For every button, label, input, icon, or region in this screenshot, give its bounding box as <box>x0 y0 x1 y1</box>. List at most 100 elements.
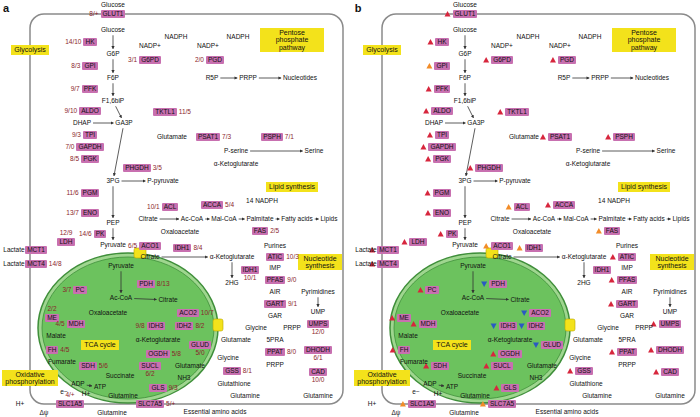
change-marker <box>545 202 551 208</box>
node-text: SLC1A5 <box>410 401 434 408</box>
change-marker <box>506 204 512 210</box>
change-marker <box>390 347 396 353</box>
mitochondrion-inner <box>394 257 566 399</box>
node-text: Nucleotide synthesis <box>653 255 691 270</box>
change-marker <box>483 243 489 249</box>
node-text: PSPH <box>263 134 281 141</box>
enzyme-box: IDH2 <box>175 322 194 331</box>
metabolite-label: Essential amino acids <box>536 409 599 416</box>
metabolite-label: Glutamine <box>582 393 612 400</box>
node-text: GSS <box>225 368 239 375</box>
node-text: ACO1 <box>493 243 511 250</box>
count-number: 8/+ <box>89 11 98 18</box>
node-text: Nucleotide synthesis <box>301 255 339 270</box>
enzyme-box: PGD <box>558 56 576 65</box>
node-text: IDH1 <box>175 245 190 252</box>
pathway-label: Lipid synthesis <box>618 182 670 191</box>
reaction-arrow <box>113 186 114 218</box>
node-text: MDH <box>421 321 436 328</box>
metabolite-label: α-Ketoglutarate <box>488 337 533 344</box>
metabolite-label: Essential amino acids <box>184 409 247 416</box>
metabolite-label: G6P <box>458 51 471 58</box>
enzyme-box: IDH1 <box>525 244 544 253</box>
enzyme-box: IDH3 <box>147 322 166 331</box>
change-marker <box>426 86 432 92</box>
enzyme-box: PFAS <box>265 276 286 285</box>
count-number: 6/5 <box>128 243 137 250</box>
metabolite-label: P-pyruvate <box>499 178 530 185</box>
enzyme-box: SLC7A5 <box>136 400 164 409</box>
panel-a-art <box>30 14 343 404</box>
count-number: 10/1 <box>147 204 160 211</box>
metabolite-label: Fumarate <box>48 359 76 366</box>
count-number: 12/0 <box>312 329 325 336</box>
enzyme-box: PPAT <box>265 348 285 357</box>
metabolite-label: Ac-CoA <box>181 216 203 223</box>
node-text: ACCA <box>555 202 573 209</box>
metabolite-label: Glutamine <box>108 393 138 400</box>
metabolite-label: Fatty acids <box>633 216 664 223</box>
pathway-label: Pentose phosphate pathway <box>612 28 676 52</box>
enzyme-box: PFK <box>434 85 451 94</box>
metabolite-label: G6P <box>106 51 119 58</box>
change-marker <box>517 245 523 251</box>
enzyme-box: MCT1 <box>25 246 47 255</box>
change-marker <box>605 134 611 140</box>
metabolite-label: NADP+ <box>197 43 219 50</box>
metabolite-label: Citrate <box>158 297 177 304</box>
enzyme-box: SUCL <box>491 362 512 371</box>
metabolite-label: DHAP <box>73 120 91 127</box>
mitochondrion-outer <box>390 253 570 403</box>
enzyme-box: ACO2 <box>177 309 199 318</box>
metabolite-label: NADP+ <box>549 43 571 50</box>
enzyme-box: GAPDH <box>76 143 103 152</box>
count-number: 9/1 <box>288 301 297 308</box>
enzyme-box: ACCA <box>201 201 223 210</box>
enzyme-box: IDH2 <box>527 322 546 331</box>
reaction-arrow <box>205 219 209 220</box>
enzyme-box: MCT4 <box>25 260 47 269</box>
node-text: PGM <box>83 190 98 197</box>
node-text: TPI <box>437 132 447 139</box>
enzyme-box: ACO1 <box>139 242 161 251</box>
metabolite-label: Oxaloacetate <box>161 229 199 236</box>
metabolite-label: 5PRA <box>267 337 284 344</box>
node-text: GSS <box>577 368 591 375</box>
metabolite-label: Lactate <box>355 247 376 254</box>
enzyme-box: ENO <box>433 209 451 218</box>
node-text: ALDO <box>81 108 99 115</box>
enzyme-box: DHODH <box>656 346 684 355</box>
reaction-arrow <box>512 219 531 220</box>
node-text: IDH3 <box>149 323 164 330</box>
reaction-arrow <box>572 78 589 79</box>
node-text: IDH1 <box>595 267 610 274</box>
enzyme-box: ATIC <box>266 253 284 262</box>
metabolite-label: Glutamate <box>509 134 539 141</box>
node-text: SUCL <box>141 363 158 370</box>
count-number: 5/6 <box>99 363 108 370</box>
node-text: PC <box>75 287 84 294</box>
change-marker <box>425 190 431 196</box>
metabolite-label: Glutamine <box>230 393 260 400</box>
change-marker <box>423 108 429 114</box>
metabolite-label: Citrate <box>140 254 159 261</box>
enzyme-box: MCT1 <box>377 246 399 255</box>
metabolite-label: Glucose <box>453 2 477 9</box>
reaction-arrow <box>473 271 474 293</box>
metabolite-label: Purines <box>616 243 638 250</box>
metabolite-label: PEP <box>458 220 471 227</box>
enzyme-box: PC <box>73 286 86 295</box>
metabolite-label: NADP+ <box>491 43 513 50</box>
metabolite-label: α-Ketoglutarate <box>562 254 607 261</box>
reaction-arrow <box>318 297 319 307</box>
node-text: MCT1 <box>27 247 45 254</box>
metabolite-label: GAR <box>620 313 634 320</box>
change-marker <box>483 57 489 63</box>
reaction-arrow <box>465 35 466 49</box>
metabolite-label: ATP <box>94 384 106 391</box>
metabolite-label: UMP <box>311 309 325 316</box>
node-text: ME <box>399 315 409 322</box>
enzyme-box: PGM <box>433 189 452 198</box>
enzyme-box: GLUD <box>189 341 211 350</box>
